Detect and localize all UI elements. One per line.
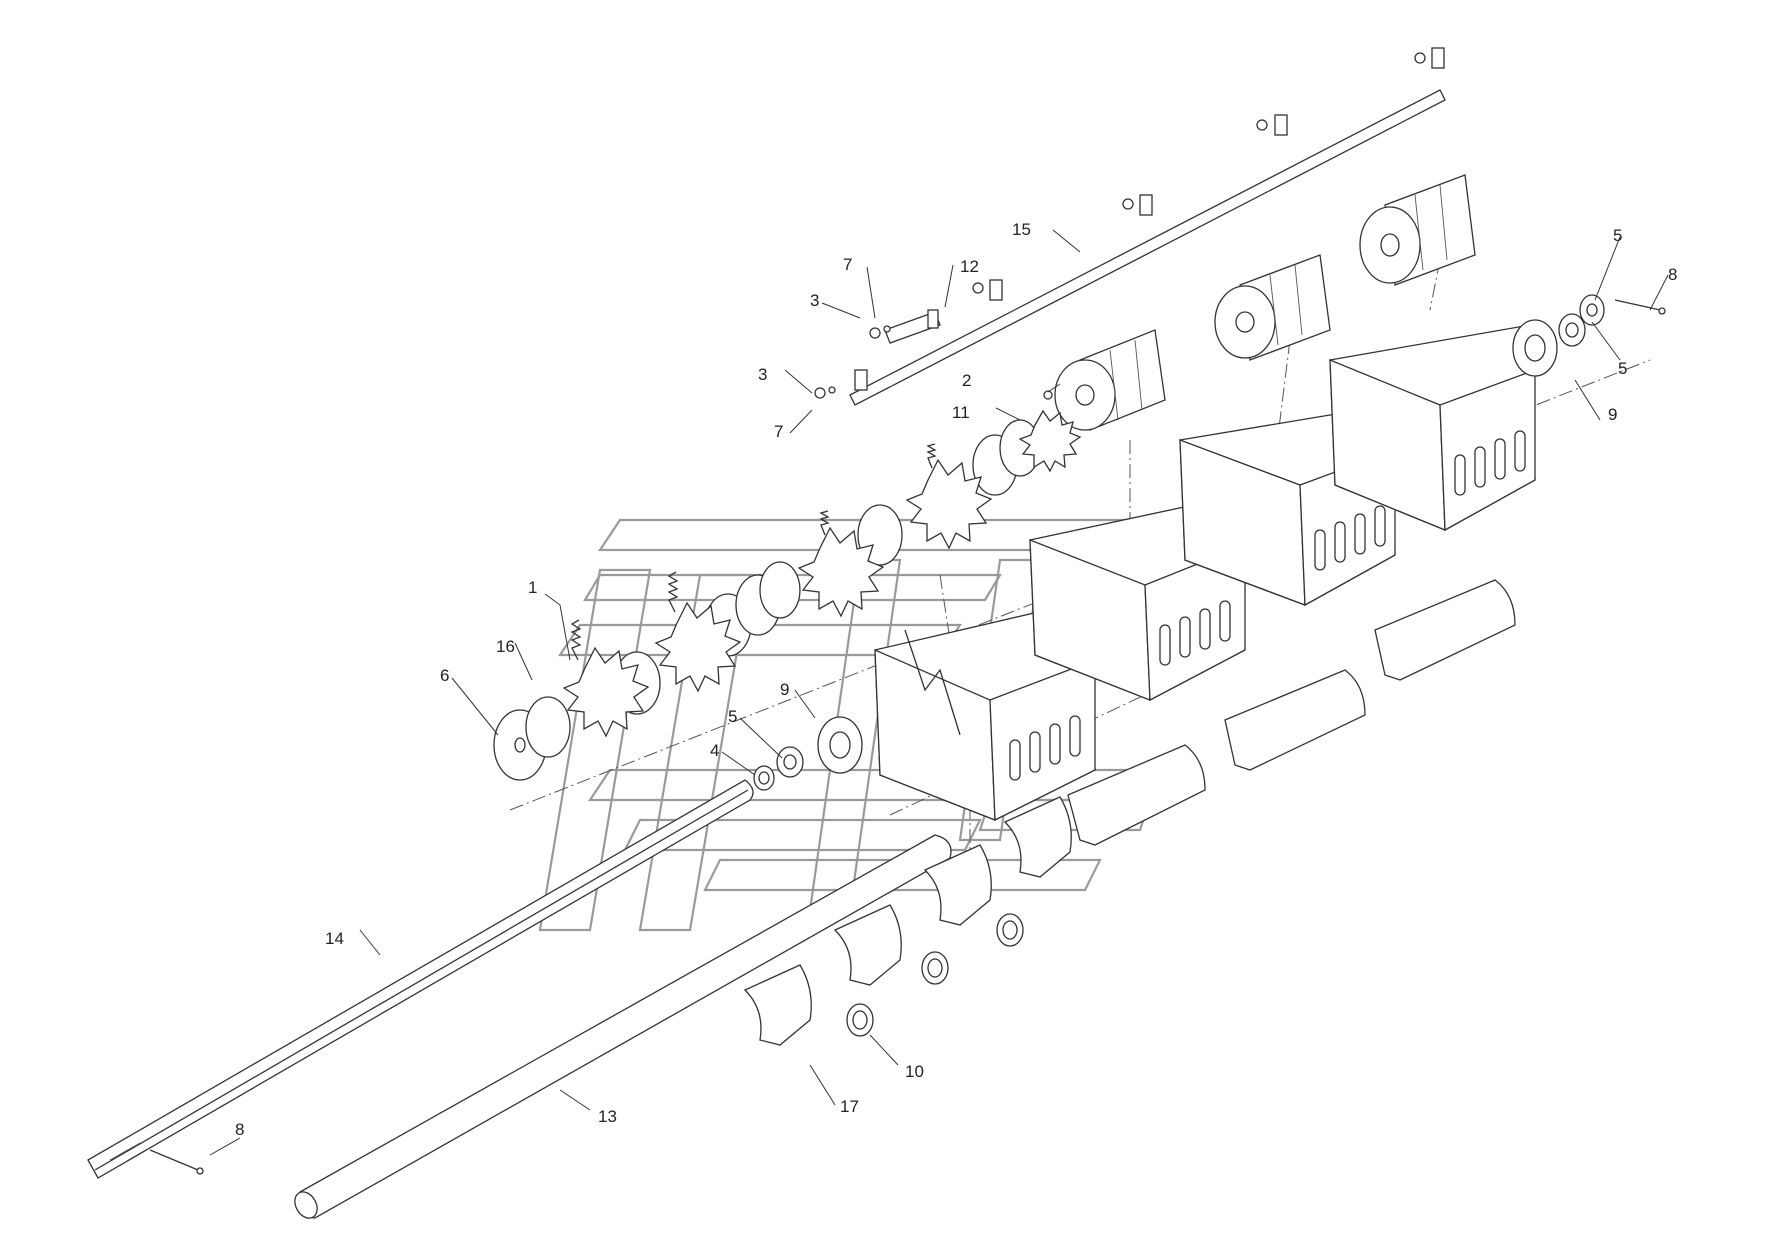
drums <box>1054 174 1476 431</box>
drum-3 <box>1359 174 1476 286</box>
bearing-9-right <box>1512 319 1558 377</box>
callout-8-bottom: 8 <box>235 1120 244 1139</box>
callout-5-right: 5 <box>1618 359 1627 378</box>
wiper-2 <box>1224 669 1366 771</box>
callout-3-bottom: 3 <box>758 365 767 384</box>
callout-15: 15 <box>1012 220 1031 239</box>
bearing-9-left <box>817 716 863 774</box>
callout-16: 16 <box>496 637 515 656</box>
hopper-4 <box>1329 324 1536 532</box>
wipers <box>1067 579 1516 846</box>
callout-9-right: 9 <box>1608 405 1617 424</box>
callout-8-right: 8 <box>1668 265 1677 284</box>
callout-7-top: 7 <box>843 255 852 274</box>
ring-4 <box>753 765 775 791</box>
callout-4: 4 <box>710 741 719 760</box>
callout-14: 14 <box>325 929 344 948</box>
star-wheels <box>562 409 1082 738</box>
wiper-1 <box>1067 744 1206 846</box>
springs <box>570 443 937 661</box>
callout-10: 10 <box>905 1062 924 1081</box>
ring-10 <box>846 1003 874 1037</box>
callout-6: 6 <box>440 666 449 685</box>
leader-lines <box>209 229 1669 1156</box>
clamps <box>743 796 1072 1046</box>
wiper-3 <box>1374 579 1516 681</box>
callout-13: 13 <box>598 1107 617 1126</box>
washer-5-left <box>776 746 804 778</box>
callout-7-bottom: 7 <box>774 422 783 441</box>
shaft-14 <box>87 779 754 1179</box>
bracket-12 <box>814 309 1053 400</box>
callout-1: 1 <box>528 578 537 597</box>
callout-17: 17 <box>840 1097 859 1116</box>
drum-2 <box>1214 254 1331 361</box>
callout-12: 12 <box>960 257 979 276</box>
star-wheel-16 <box>562 646 650 738</box>
drum-1 <box>1054 329 1166 431</box>
hoppers <box>874 324 1536 822</box>
clamp-17 <box>743 964 812 1046</box>
callout-5-top-right: 5 <box>1613 226 1622 245</box>
plate-bar-15 <box>849 47 1446 406</box>
callout-5-left: 5 <box>728 707 737 726</box>
bearing-right <box>1512 294 1666 377</box>
callout-2: 2 <box>962 371 971 390</box>
callout-9-left: 9 <box>780 680 789 699</box>
pin-8-bottom <box>149 1149 204 1175</box>
callout-labels: 1 2 3 3 4 5 5 5 6 7 7 8 8 9 9 10 11 12 1… <box>235 220 1677 1139</box>
callout-3-top: 3 <box>810 291 819 310</box>
bearing-left <box>753 716 863 791</box>
callout-11: 11 <box>952 403 970 422</box>
sprocket-11 <box>1018 409 1082 473</box>
